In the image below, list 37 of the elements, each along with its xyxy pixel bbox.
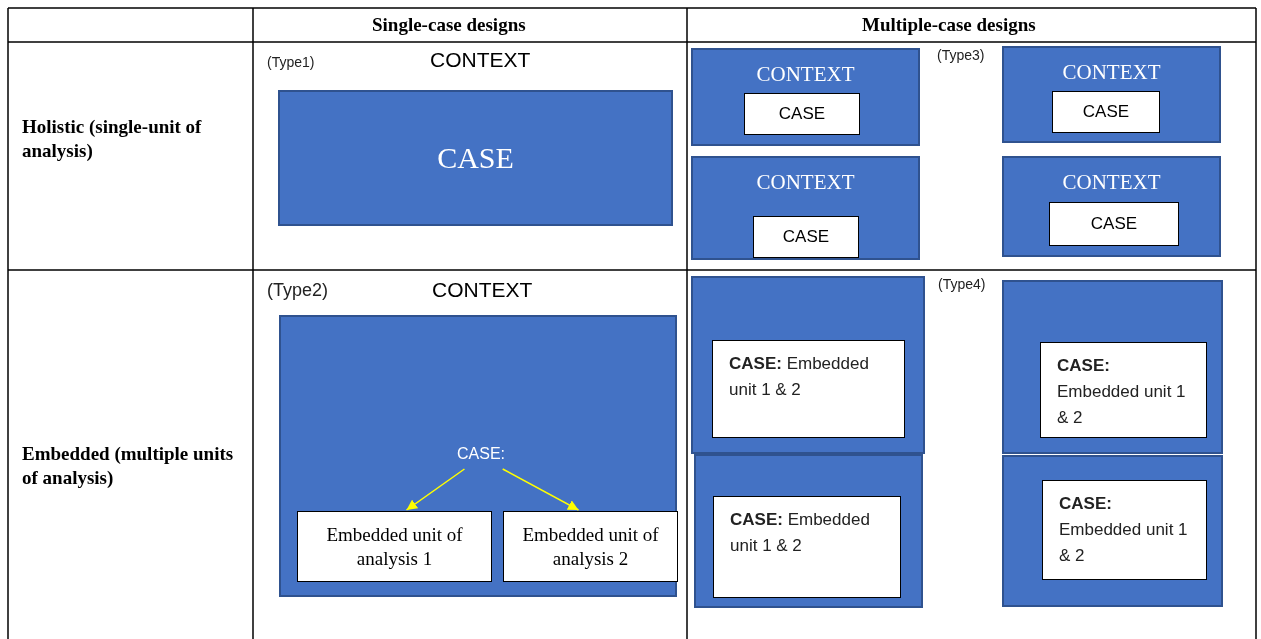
context-box (1002, 455, 1223, 607)
case-box: CASE (744, 93, 860, 135)
column-header: Single-case designs (372, 14, 526, 36)
type-label: (Type3) (937, 47, 985, 63)
context-label: CONTEXT (1061, 60, 1162, 85)
column-header: Multiple-case designs (862, 14, 1036, 36)
context-box (1002, 46, 1221, 143)
case-box: CASE: Embedded unit 1 & 2 (1040, 342, 1207, 438)
context-label: CONTEXT (755, 62, 856, 87)
context-label: CONTEXT (430, 48, 531, 72)
context-box (691, 276, 925, 454)
type-label: (Type1) (267, 54, 315, 70)
context-box (694, 454, 923, 608)
row-header: Embedded (multiple units of analysis) (22, 442, 235, 490)
context-box (691, 156, 920, 260)
arrow (501, 468, 580, 511)
context-box (279, 315, 677, 597)
case-box: CASE: Embedded unit 1 & 2 (1042, 480, 1207, 580)
case-box: CASE (1052, 91, 1160, 133)
context-box (691, 48, 920, 146)
type-label: (Type2) (267, 280, 329, 301)
row-header: Holistic (single-unit of analysis) (22, 115, 203, 163)
unit-box: Embedded unit of analysis 1 (297, 511, 492, 582)
context-label: CONTEXT (432, 278, 533, 302)
context-label: CONTEXT (755, 170, 856, 195)
arrow (405, 468, 466, 511)
case-box: CASE (278, 90, 673, 226)
case-box: CASE: Embedded unit 1 & 2 (712, 340, 905, 438)
context-label: CONTEXT (1061, 170, 1162, 195)
context-box (1002, 156, 1221, 257)
case-box: CASE (753, 216, 859, 258)
context-box (1002, 280, 1223, 454)
case-box: CASE (1049, 202, 1179, 246)
type-label: (Type4) (938, 276, 986, 292)
case-text: CASE: (454, 445, 508, 469)
case-box: CASE: Embedded unit 1 & 2 (713, 496, 901, 598)
unit-box: Embedded unit of analysis 2 (503, 511, 678, 582)
